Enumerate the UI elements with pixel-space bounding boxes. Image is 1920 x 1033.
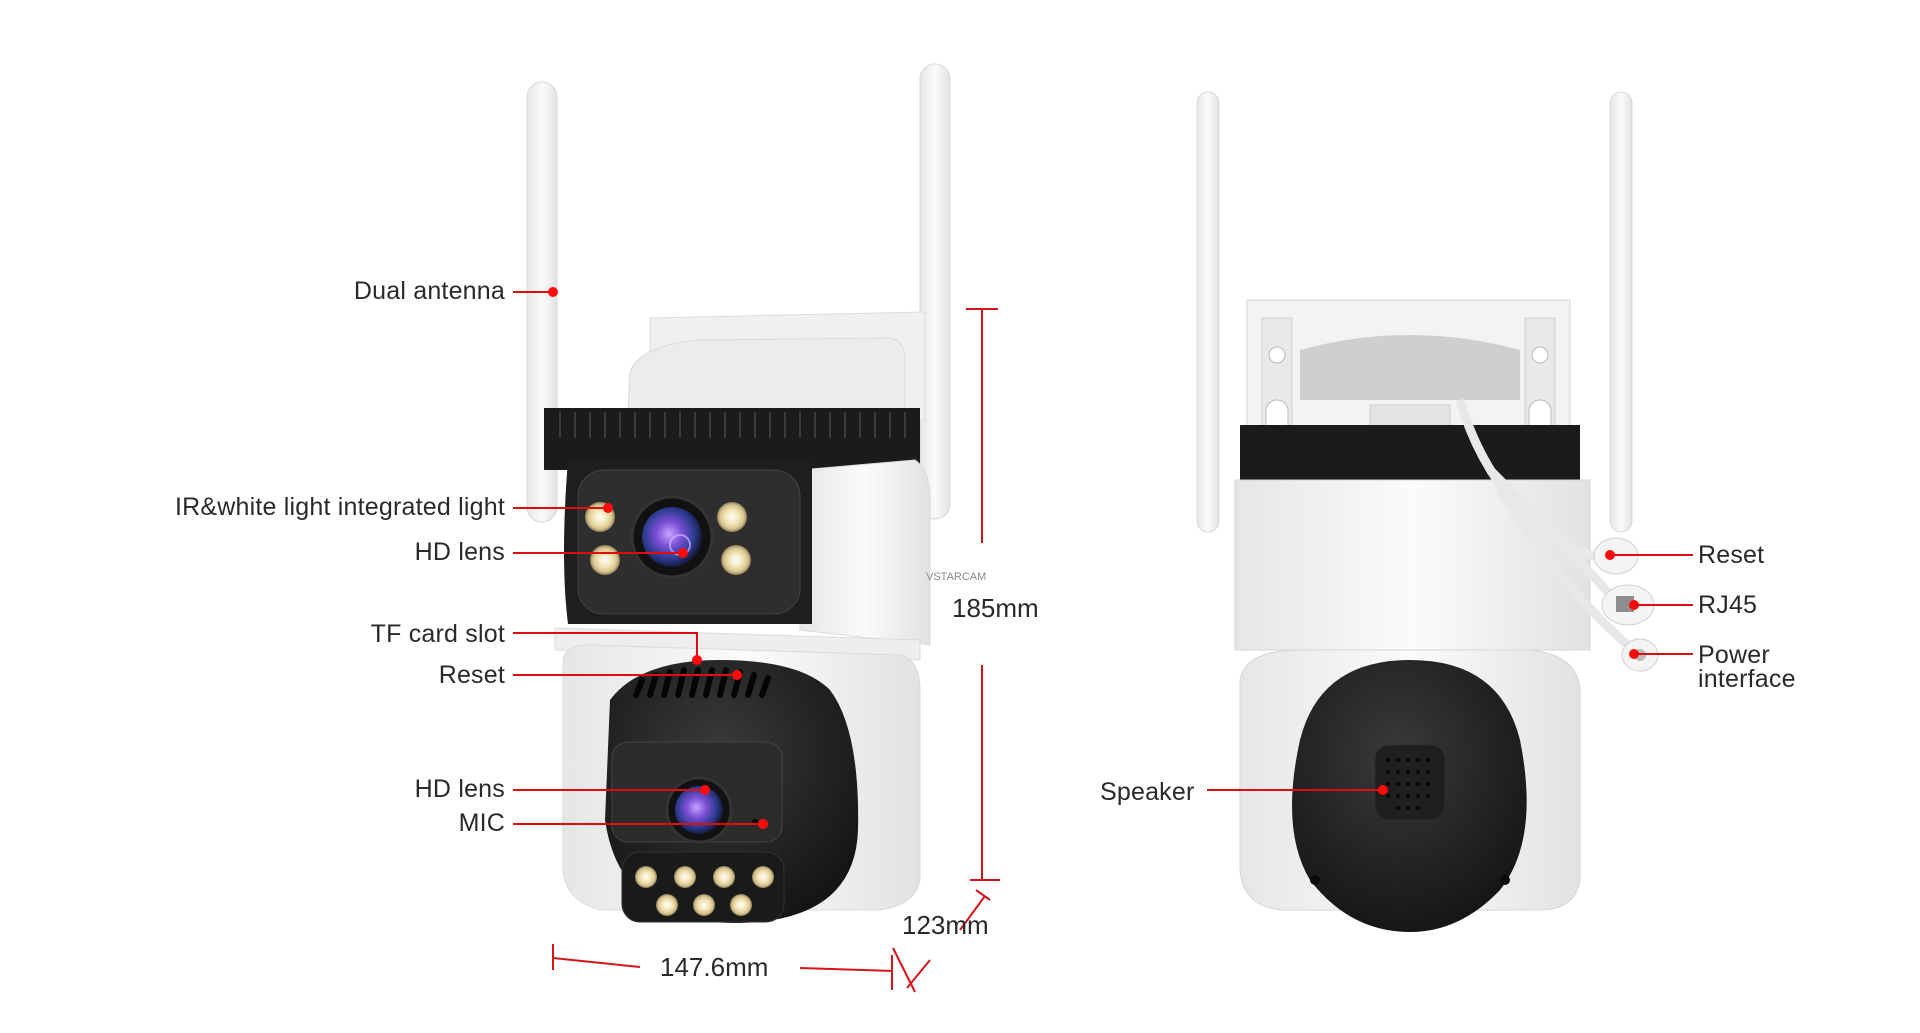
label-mic: MIC — [458, 809, 505, 837]
dimension-lines — [552, 308, 1000, 993]
label-reset-back: Reset — [1698, 541, 1765, 569]
brand-logo: VSTARCAM — [926, 571, 986, 583]
label-reset-front: Reset — [438, 661, 505, 689]
dimension-depth: 123mm — [902, 910, 989, 940]
dot-hd-lens-top — [678, 548, 688, 558]
leader-reset-back — [1610, 554, 1693, 556]
dot-mic — [758, 819, 768, 829]
front-camera-render: VSTARCAM — [526, 63, 986, 924]
leader-speaker — [1207, 789, 1383, 791]
leader-power-interface — [1634, 653, 1693, 655]
leader-dual-antenna — [513, 291, 553, 293]
label-ir-light: IR&white light integrated light — [175, 493, 505, 521]
leader-tf-card-slot — [513, 632, 697, 634]
leader-rj45 — [1634, 604, 1693, 606]
dimension-height: 185mm — [952, 593, 1039, 623]
label-power-line2: interface — [1698, 665, 1796, 693]
label-tf-card-slot: TF card slot — [370, 620, 505, 648]
leader-hd-lens-bottom — [513, 789, 705, 791]
leader-reset-front — [513, 674, 738, 676]
leader-ir-light — [513, 507, 608, 509]
label-power-line1: Power — [1698, 641, 1770, 669]
label-speaker: Speaker — [1100, 778, 1195, 806]
label-dual-antenna: Dual antenna — [353, 277, 505, 305]
dot-ir-light — [603, 503, 613, 513]
leader-hd-lens-top — [513, 552, 683, 554]
label-hd-lens-top: HD lens — [414, 538, 505, 566]
leader-tf-card-slot-vertical — [696, 632, 698, 660]
leader-mic — [513, 823, 763, 825]
back-camera-render — [1196, 91, 1659, 932]
label-hd-lens-bottom: HD lens — [414, 775, 505, 803]
label-rj45: RJ45 — [1698, 591, 1758, 619]
dot-speaker — [1378, 785, 1388, 795]
dot-dual-antenna — [548, 287, 558, 297]
dot-tf-card-slot — [692, 655, 702, 665]
dot-reset-front — [732, 670, 742, 680]
dot-hd-lens-bottom — [700, 785, 710, 795]
dimension-width: 147.6mm — [660, 952, 769, 982]
